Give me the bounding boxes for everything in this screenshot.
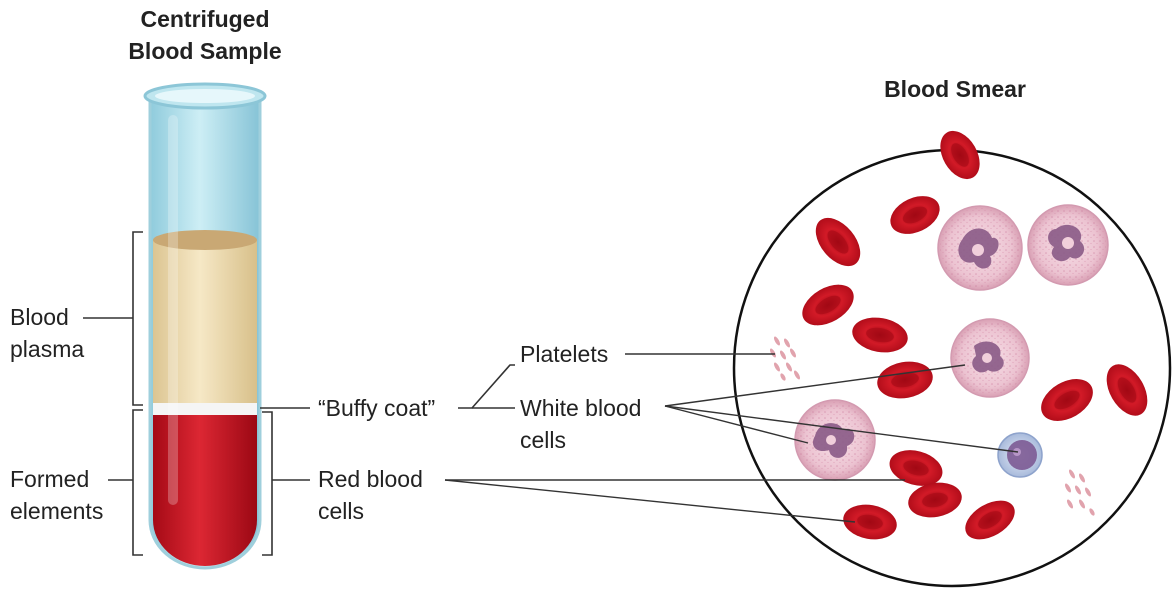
smear-title: Blood Smear bbox=[870, 74, 1040, 104]
white-blood-cell-icon bbox=[951, 319, 1029, 397]
white-blood-cell-icon bbox=[938, 206, 1022, 290]
formed-bracket bbox=[133, 410, 143, 555]
buffy-fork bbox=[458, 365, 515, 408]
plasma-label-line1: Blood bbox=[10, 302, 69, 332]
rbc-bracket bbox=[262, 412, 272, 555]
formed-label-line2: elements bbox=[10, 496, 103, 526]
tube-title-line2: Blood Sample bbox=[120, 36, 290, 66]
white-blood-cell-icon bbox=[795, 400, 875, 480]
plasma-bracket bbox=[133, 232, 143, 405]
rbc-label-line1: Red blood bbox=[318, 464, 423, 494]
white-blood-cell-icon bbox=[1028, 205, 1108, 285]
plasma-label-line2: plasma bbox=[10, 334, 84, 364]
tube-highlight bbox=[168, 115, 178, 505]
tube-brackets bbox=[83, 232, 515, 555]
white-blood-cell-icon bbox=[998, 433, 1042, 477]
rbc-label-line2: cells bbox=[318, 496, 364, 526]
tube-title-line1: Centrifuged bbox=[120, 4, 290, 34]
wbc-label-line1: White blood bbox=[520, 393, 641, 423]
buffy-coat-label: “Buffy coat” bbox=[318, 393, 435, 423]
platelets-label: Platelets bbox=[520, 339, 608, 369]
test-tube-icon bbox=[145, 84, 265, 568]
formed-label-line1: Formed bbox=[10, 464, 89, 494]
tube-opening bbox=[155, 89, 255, 103]
wbc-label-line2: cells bbox=[520, 425, 566, 455]
